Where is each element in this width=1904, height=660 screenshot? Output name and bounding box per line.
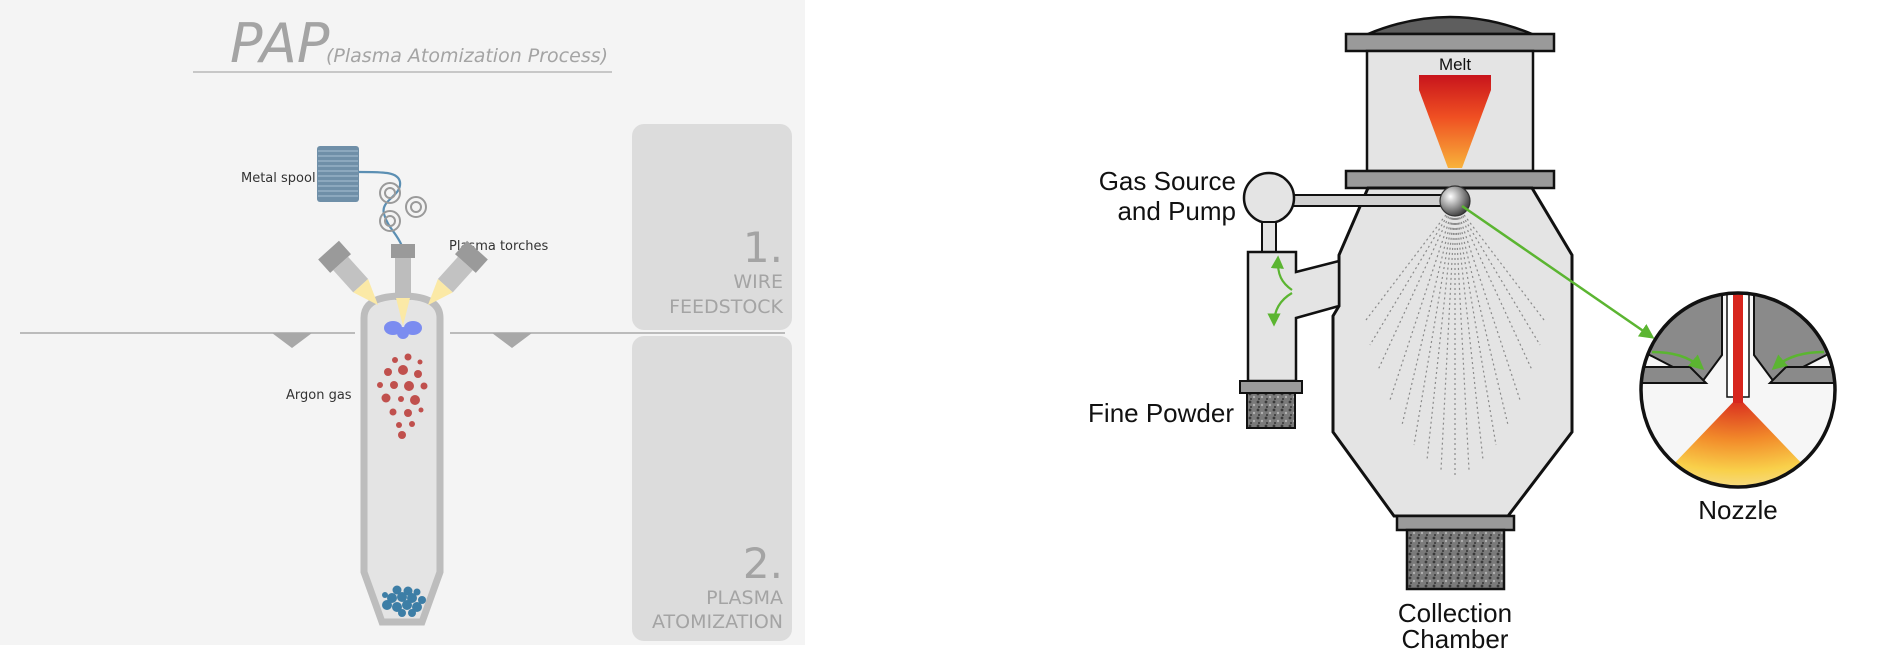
wire-guide [391, 244, 415, 258]
pap-title: PAP [230, 12, 330, 75]
step-2-panel [632, 336, 792, 641]
fine-powder-plate [1239, 380, 1303, 394]
atomizer-panel: Melt Gas Source [1088, 15, 1837, 654]
collection-bin [1405, 528, 1506, 591]
melt-label: Melt [1439, 55, 1471, 74]
floor-marker-right [492, 333, 532, 348]
atomization-vessel [1331, 186, 1574, 518]
collection-plate [1395, 514, 1516, 532]
collection-label-line2: Chamber [1402, 624, 1509, 654]
metal-spool-icon [317, 146, 359, 202]
step-1-number: 1. [743, 223, 783, 272]
metal-spool-label: Metal spool [241, 171, 316, 186]
cyclone-body [1246, 250, 1341, 383]
step-2-number: 2. [743, 539, 783, 588]
cyclone-arrow-down [1267, 292, 1293, 327]
powder-collection [382, 585, 426, 617]
step-2-line2: ATOMIZATION [652, 611, 783, 633]
plasma-torch-center [396, 298, 410, 326]
pap-subtitle: (Plasma Atomization Process) [326, 45, 608, 67]
step-1-panel [632, 124, 792, 330]
collection-label-line1: Collection [1398, 598, 1512, 628]
feed-rollers-icon [379, 182, 427, 232]
zoom-arrow [1461, 204, 1655, 339]
wire-guide-tube [395, 258, 411, 300]
furnace-bottom-plate [1344, 169, 1556, 190]
argon-gas-label: Argon gas [286, 388, 352, 403]
gas-source-label-line1: Gas Source [1099, 166, 1236, 196]
step-1-line2: FEEDSTOCK [669, 296, 783, 318]
step-2-line1: PLASMA [706, 587, 783, 609]
molten-droplets [377, 353, 428, 439]
cyclone-inlet-pipe [1261, 221, 1277, 253]
atomization-chamber [360, 292, 444, 626]
step-1-line1: WIRE [733, 271, 783, 293]
plasma-torch-left [318, 240, 379, 306]
gas-source-icon [1242, 171, 1296, 225]
furnace-dome [1367, 15, 1533, 36]
gas-pipe [1292, 194, 1454, 207]
plasma-torch-right [427, 240, 488, 306]
fine-powder-label: Fine Powder [1088, 398, 1234, 428]
pap-panel: PAP (Plasma Atomization Process) 1. WIRE… [0, 0, 805, 645]
gas-source-label-line2: and Pump [1117, 196, 1236, 226]
fine-powder-bin [1246, 392, 1296, 429]
floor-marker-left [272, 333, 312, 348]
nozzle-label: Nozzle [1698, 495, 1777, 525]
cyclone-arrow-up [1270, 255, 1293, 291]
nozzle-detail [1639, 291, 1837, 489]
plasma-flame-icon [384, 321, 422, 339]
melt-crucible [1419, 75, 1491, 168]
spray-pattern [1365, 202, 1545, 475]
furnace-top-plate [1344, 32, 1556, 53]
nozzle-ball-icon [1439, 185, 1471, 217]
